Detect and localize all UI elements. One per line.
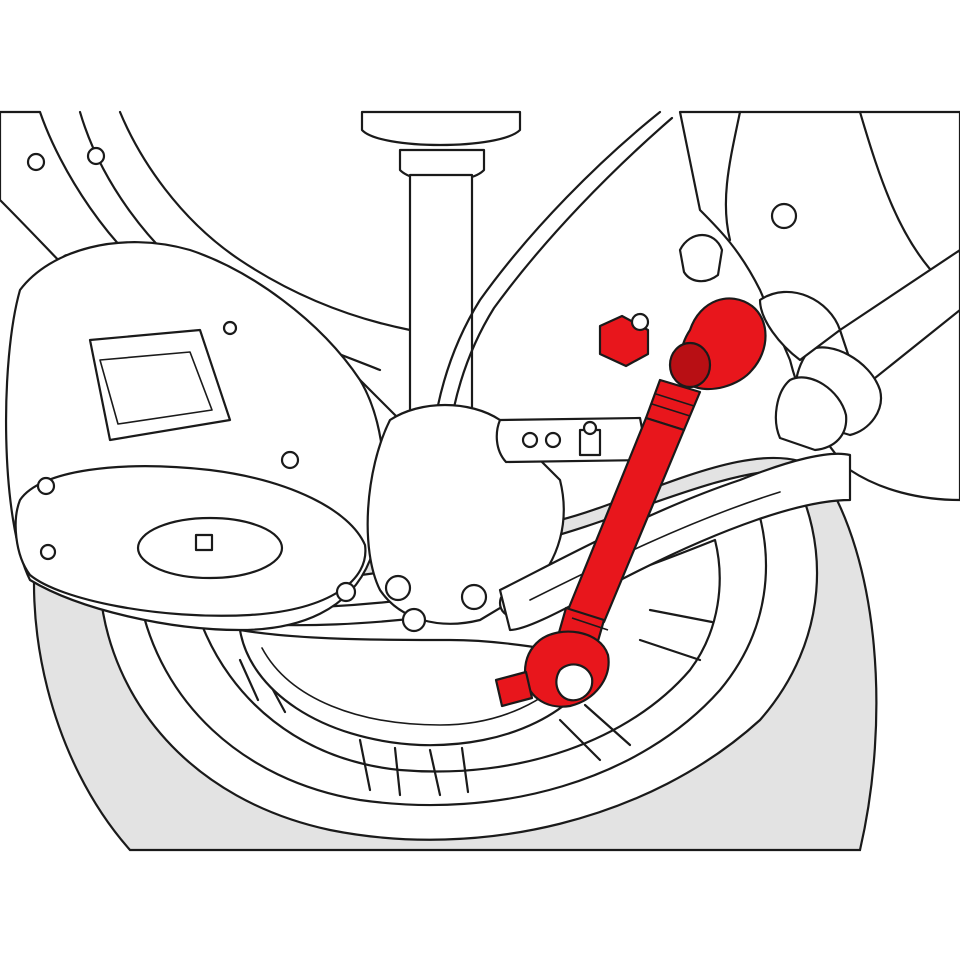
shock-top-mount [360, 110, 522, 147]
toe-bracket [495, 416, 650, 464]
cv-boot-ring [774, 376, 848, 452]
diff-rib-inner [99, 351, 213, 425]
arm-thread-line [571, 617, 609, 631]
lower-arm-rib [529, 491, 781, 601]
frame-rivet [26, 152, 46, 172]
diff-rib [88, 328, 232, 442]
wheel-spoke [428, 746, 470, 797]
wheel-spoke [558, 703, 632, 762]
hub-nut [401, 607, 427, 633]
diff-bolt [39, 543, 57, 561]
arm-upper-bushing [668, 341, 712, 389]
bracket-plate [495, 416, 650, 464]
arm-lower-bolt [494, 670, 534, 708]
frame-rivet [86, 146, 106, 166]
diff-bolt [222, 320, 238, 336]
bracket-stud-cap [582, 420, 598, 436]
arm-lower-eye [555, 663, 594, 702]
cv-boot-ring [758, 290, 842, 362]
adjustable-control-arm-icon [494, 297, 767, 708]
diff-bolt [36, 476, 56, 496]
body-panel-edge [724, 110, 942, 282]
crossmember-flange [118, 110, 412, 332]
wheel-spoke [638, 608, 714, 662]
drive-axle [758, 248, 960, 452]
body-hole [770, 202, 798, 230]
hub-nut [384, 574, 412, 602]
wheel-spoke [358, 738, 402, 797]
hub-nut [460, 583, 488, 611]
arm-upper-nut-washer [630, 312, 650, 332]
knuckle-bolt [335, 581, 357, 603]
bracket-tab [678, 234, 724, 283]
drain-plug [194, 533, 214, 552]
differential-housing [4, 241, 386, 632]
diff-bolt [280, 450, 300, 470]
bracket-hole [544, 431, 562, 449]
bracket-hole [521, 431, 539, 449]
arm-thread-line [651, 393, 695, 417]
